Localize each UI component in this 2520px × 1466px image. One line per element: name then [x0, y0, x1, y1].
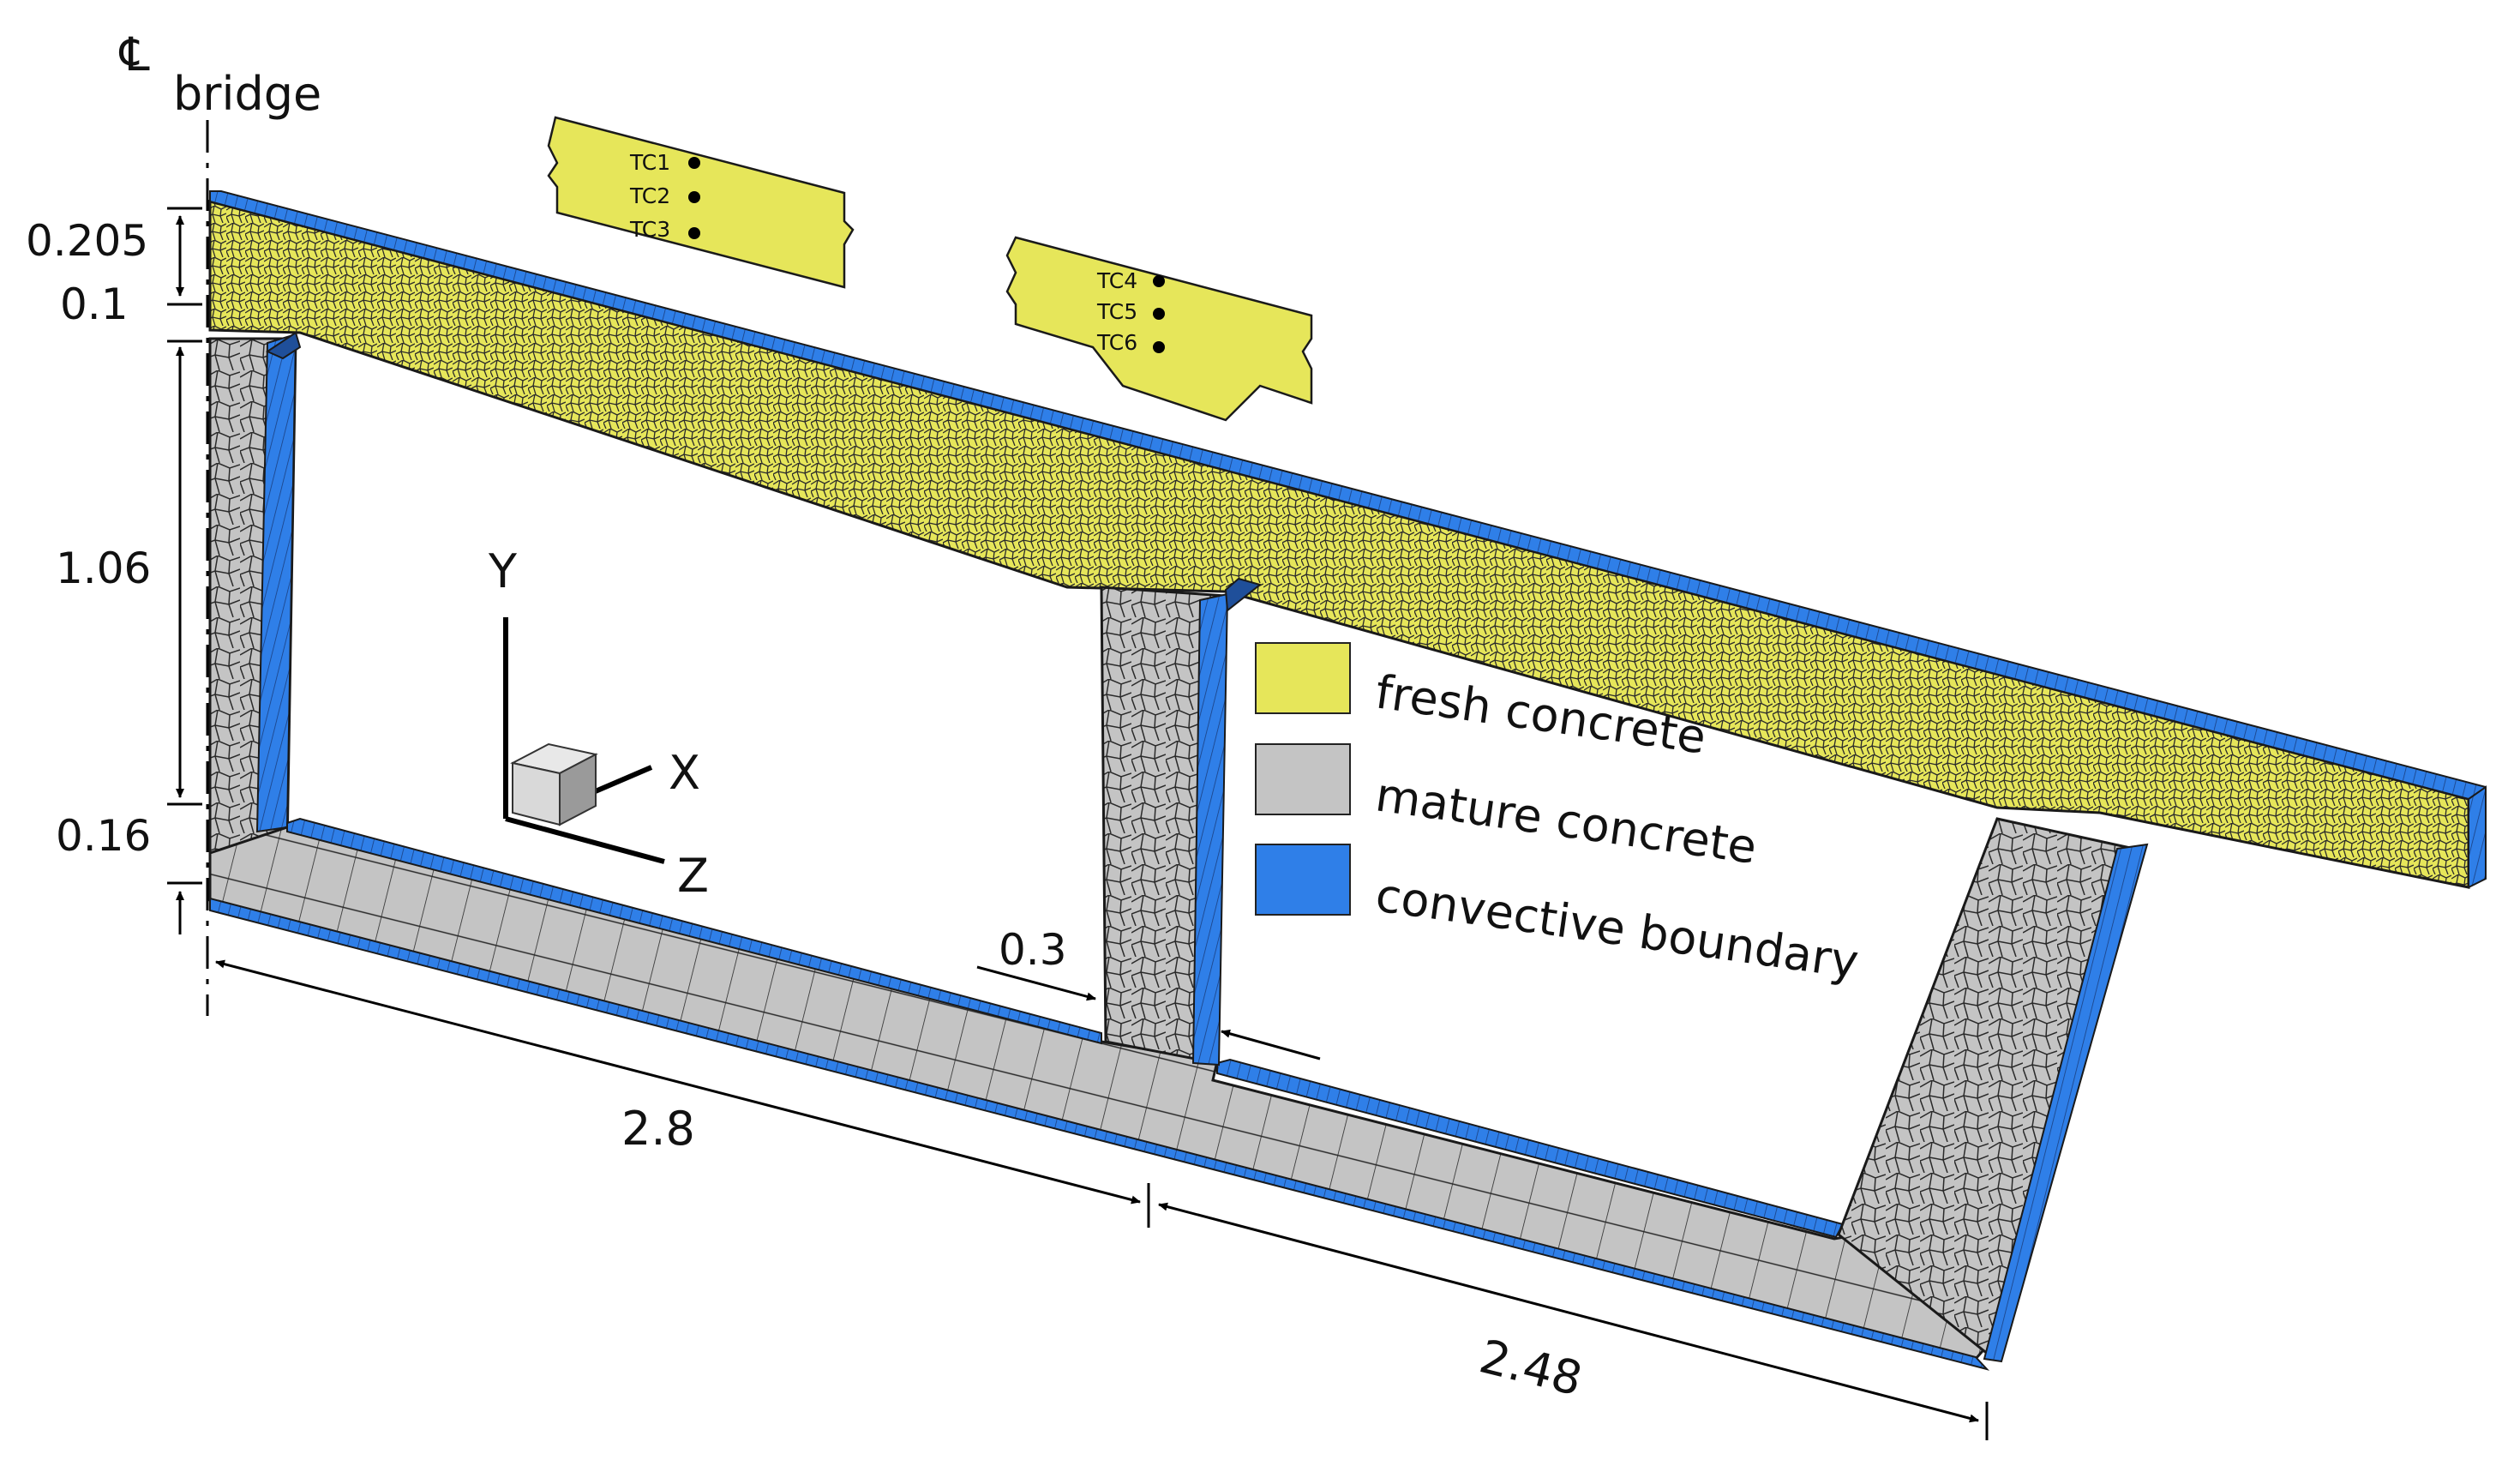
dim-web-thickness: 0.3: [999, 925, 1067, 975]
dim-web-thickness-right-line: [1221, 1029, 1321, 1060]
tc3-label: TC3: [629, 217, 670, 242]
dim-web-thickness-left-line: [976, 965, 1096, 1001]
legend-swatch-boundary: [1255, 844, 1351, 916]
x-axis-line: [590, 765, 653, 796]
tc3-marker: [688, 227, 700, 239]
legend-label-mature: mature concrete: [1372, 767, 1760, 874]
y-axis-label: Y: [488, 544, 518, 598]
tc6-marker: [1153, 341, 1165, 353]
thermocouple-detail-a: TC1 TC2 TC3: [547, 116, 855, 289]
middle-haunch: [1224, 577, 1263, 612]
z-axis-line: [505, 816, 665, 864]
dim-top-flange: 0.205: [26, 216, 148, 266]
centerline-label: bridge: [173, 67, 321, 121]
legend-swatch-fresh: [1255, 642, 1351, 714]
legend-label-boundary: convective boundary: [1372, 868, 1862, 988]
tc4-marker: [1153, 275, 1165, 287]
dim-outer-width-line: [1158, 1202, 1979, 1423]
centerline: ℄ bridge: [118, 27, 321, 1016]
axes-triad: Y X Z: [488, 544, 709, 903]
left-haunch: [265, 331, 302, 360]
dim-web-height: 1.06: [56, 544, 151, 593]
orientation-cube: [510, 742, 598, 826]
bottom-slab: [208, 826, 1991, 1361]
tc-section-b: [1005, 236, 1313, 422]
dim-half-width: 2.8: [621, 1102, 695, 1156]
tc2-label: TC2: [629, 183, 670, 208]
tc6-label: TC6: [1096, 330, 1137, 355]
x-axis-label: X: [669, 746, 700, 800]
legend-swatch-mature: [1255, 743, 1351, 815]
z-axis-label: Z: [677, 849, 709, 903]
tc-section-a: [547, 116, 855, 289]
tc1-label: TC1: [629, 150, 670, 175]
centerline-symbol: ℄: [118, 27, 150, 81]
middle-web-boundary: [1191, 592, 1229, 1066]
tc4-label: TC4: [1096, 268, 1137, 293]
tc2-marker: [688, 191, 700, 203]
dim-bottom-flange: 0.16: [56, 811, 151, 861]
tc1-marker: [688, 157, 700, 169]
horizontal-dimensions: 2.8 2.48 0.3: [215, 925, 1989, 1440]
tc5-marker: [1153, 308, 1165, 320]
vertical-dimensions: 0.205 0.1 1.06 0.16: [26, 207, 202, 934]
dim-outer-width: 2.48: [1474, 1329, 1587, 1406]
dim-half-width-line: [215, 959, 1141, 1205]
tc5-label: TC5: [1096, 299, 1137, 324]
thermocouple-detail-b: TC4 TC5 TC6: [1005, 236, 1313, 422]
dim-haunch: 0.1: [60, 279, 129, 329]
outer-web-boundary: [1983, 843, 2149, 1363]
flange-tip-boundary: [2468, 785, 2487, 889]
